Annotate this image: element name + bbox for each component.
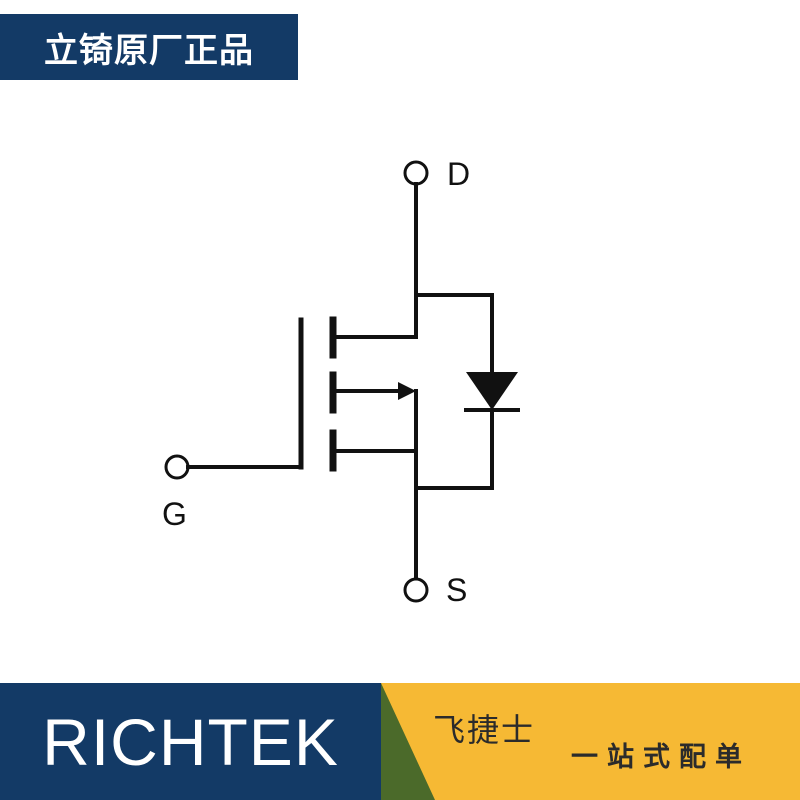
- distributor-name: 飞捷士: [433, 711, 536, 749]
- gate-terminal: [164, 454, 190, 480]
- brand-name: RICHTEK: [0, 683, 381, 800]
- drain-label: D: [447, 156, 470, 192]
- gate-label: G: [162, 496, 187, 532]
- source-label: S: [446, 572, 467, 608]
- authentic-product-badge: 立锜原厂正品: [0, 14, 298, 80]
- footer-banner: RICHTEK 飞捷士 一站式配单: [0, 683, 800, 800]
- diode-triangle: [466, 372, 518, 410]
- one-stop-sourcing-tagline: 一站式配单: [571, 742, 751, 773]
- drain-terminal: [403, 160, 429, 186]
- source-terminal: [403, 577, 429, 603]
- decorative-wedge: [381, 683, 435, 800]
- tagline-panel: 飞捷士 一站式配单: [381, 683, 800, 800]
- body-arrow-head: [398, 382, 416, 400]
